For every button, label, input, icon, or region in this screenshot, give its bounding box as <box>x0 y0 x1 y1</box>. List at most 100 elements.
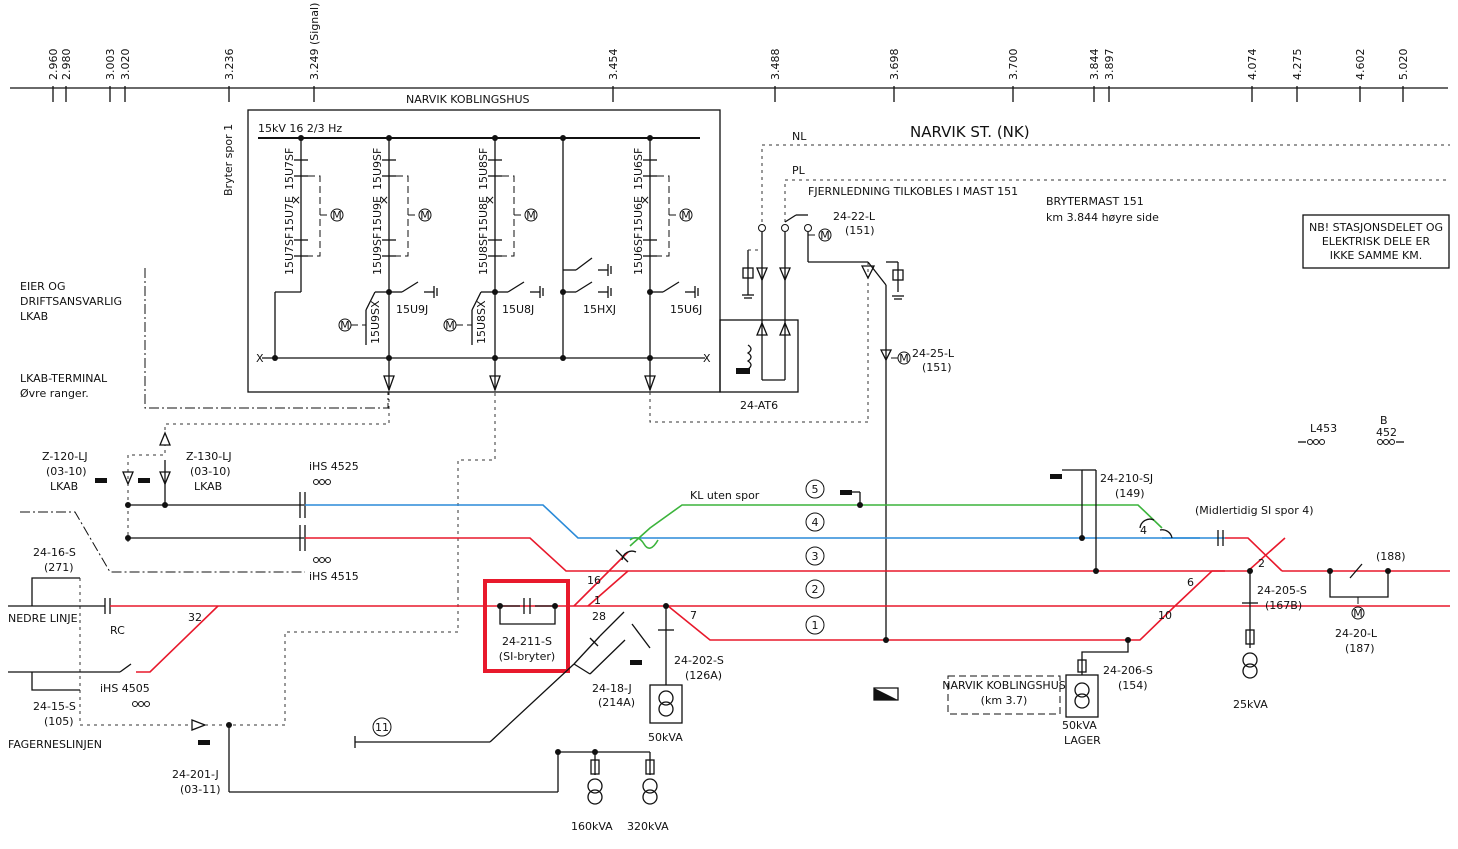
track-3 <box>305 537 1225 572</box>
feeder-15u8: × M 15U8SF 15U8E 15U8SF M 15U8SX 15U8J <box>443 138 544 392</box>
svg-text:(03-11): (03-11) <box>180 783 221 796</box>
svg-text:(105): (105) <box>44 715 74 728</box>
kl-uten-spor-label: KL uten spor <box>690 489 760 502</box>
svg-text:M: M <box>526 209 536 222</box>
svg-text:B: B <box>1380 414 1388 427</box>
si-bryter-sub: (SI-bryter) <box>499 650 555 663</box>
station-name: NARVIK ST. (NK) <box>910 123 1030 141</box>
transformers-160-320: 160kVA 320kVA <box>555 749 669 833</box>
svg-text:NL: NL <box>792 130 807 143</box>
svg-text:1: 1 <box>594 594 601 607</box>
svg-text:M: M <box>340 319 350 332</box>
nb-note-box <box>1302 214 1450 269</box>
motor-icon <box>330 208 344 222</box>
svg-text:24-20-L: 24-20-L <box>1335 627 1378 640</box>
svg-text:24-202-S: 24-202-S <box>674 654 724 667</box>
svg-text:24-15-S: 24-15-S <box>33 700 76 713</box>
svg-text:M: M <box>681 209 691 222</box>
j-24-18: 24-18-J (214A) <box>354 611 651 748</box>
km-label: 3.844 <box>1088 49 1101 81</box>
svg-text:(151): (151) <box>845 224 875 237</box>
svg-text:×: × <box>379 193 389 207</box>
si-bryter-24-211-s[interactable]: 24-211-S (SI-bryter) <box>483 579 570 673</box>
svg-text:10: 10 <box>1158 609 1172 622</box>
svg-text:15U7E: 15U7E <box>283 196 296 232</box>
feeder-15u6: × M 15U6SF 15U6E 15U6SF 15U6J <box>632 138 702 392</box>
km-label: 4.602 <box>1354 49 1367 81</box>
svg-text:(151): (151) <box>922 361 952 374</box>
svg-text:28: 28 <box>592 610 606 623</box>
svg-text:15U9E: 15U9E <box>371 196 384 232</box>
koblingshus-title: NARVIK KOBLINGSHUS <box>406 93 530 106</box>
track-number: 3 <box>812 550 819 563</box>
svg-text:2: 2 <box>1258 557 1265 570</box>
x-right: X <box>703 352 711 365</box>
svg-text:×: × <box>485 193 495 207</box>
svg-text:15U6SF: 15U6SF <box>632 233 645 275</box>
svg-text:15U8SF: 15U8SF <box>477 148 490 190</box>
station-feeders: NARVIK ST. (NK) NL PL FJERNLEDNING TILKO… <box>649 123 1450 640</box>
svg-text:NB! STASJONSDELET OG: NB! STASJONSDELET OG <box>1309 221 1443 234</box>
svg-text:24-25-L: 24-25-L <box>912 347 955 360</box>
svg-text:(126A): (126A) <box>685 669 722 682</box>
svg-text:24-16-S: 24-16-S <box>33 546 76 559</box>
svg-text:7: 7 <box>690 609 697 622</box>
svg-text:PL: PL <box>792 164 806 177</box>
svg-text:32: 32 <box>188 611 202 624</box>
feeder-15u9: × M 15U9SF 15U9E 15U9SF M 15U9SX 15U9J <box>338 138 438 392</box>
track-number: 11 <box>375 721 389 734</box>
track-number-circle <box>372 717 392 737</box>
svg-text:(214A): (214A) <box>598 696 635 709</box>
svg-text:IKKE SAMME KM.: IKKE SAMME KM. <box>1330 249 1422 262</box>
feeder-15hx: 15HXJ <box>562 138 616 358</box>
svg-text:LKAB: LKAB <box>194 480 222 493</box>
svg-text:FJERNLEDNING TILKOBLES I MAST: FJERNLEDNING TILKOBLES I MAST 151 <box>808 185 1018 198</box>
svg-text:24-206-S: 24-206-S <box>1103 664 1153 677</box>
bryter-spor-label: Bryter spor 1 <box>222 124 235 196</box>
svg-text:iHS 4525: iHS 4525 <box>309 460 359 473</box>
svg-text:(154): (154) <box>1118 679 1148 692</box>
busbar-label: 15kV 16 2/3 Hz <box>258 122 342 135</box>
pl-line <box>784 179 1450 222</box>
svg-text:NEDRE LINJE: NEDRE LINJE <box>8 612 78 625</box>
km-label: 3.488 <box>769 49 782 81</box>
svg-text:iHS 4515: iHS 4515 <box>309 570 359 583</box>
koblingshus-box: NARVIK KOBLINGSHUS 15kV 16 2/3 Hz Bryter… <box>222 93 799 412</box>
rc-label: RC <box>110 624 125 637</box>
svg-text:(271): (271) <box>44 561 74 574</box>
feeder-15u7: × M 15U7SF 15U7E 15U7SF <box>274 138 344 358</box>
track-number-circle <box>805 615 825 635</box>
svg-text:(km 3.7): (km 3.7) <box>981 694 1028 707</box>
svg-text:15U9SF: 15U9SF <box>371 233 384 275</box>
svg-text:6: 6 <box>1187 576 1194 589</box>
svg-text:25kVA: 25kVA <box>1233 698 1268 711</box>
svg-text:452: 452 <box>1376 426 1397 439</box>
km-label: 2.960 <box>47 49 60 81</box>
svg-text:×: × <box>640 193 650 207</box>
motor-icon <box>418 208 432 222</box>
svg-text:15U7SF: 15U7SF <box>283 148 296 190</box>
track-number: 5 <box>812 483 819 496</box>
svg-text:24-201-J: 24-201-J <box>172 768 219 781</box>
svg-text:EIER OG: EIER OG <box>20 280 65 293</box>
svg-text:ELEKTRISK DELE ER: ELEKTRISK DELE ER <box>1322 235 1431 248</box>
svg-text:×: × <box>291 193 301 207</box>
km-label: 3.700 <box>1007 49 1020 81</box>
svg-text:(03-10): (03-10) <box>190 465 231 478</box>
track-number: 2 <box>812 583 819 596</box>
svg-text:(Midlertidig SI spor 4): (Midlertidig SI spor 4) <box>1195 504 1314 517</box>
svg-text:M: M <box>420 209 430 222</box>
track-1 <box>667 605 1176 641</box>
nl-line <box>761 144 1450 222</box>
svg-text:Øvre ranger.: Øvre ranger. <box>20 387 89 400</box>
svg-text:(188): (188) <box>1376 550 1406 563</box>
left-area: EIER OG DRIFTSANSVARLIG LKAB LKAB-TERMIN… <box>8 268 558 796</box>
svg-text:LAGER: LAGER <box>1064 734 1101 747</box>
svg-text:24-18-J: 24-18-J <box>592 682 632 695</box>
svg-text:LKAB-TERMINAL: LKAB-TERMINAL <box>20 372 108 385</box>
svg-text:50kVA: 50kVA <box>648 731 683 744</box>
s-24-202: 24-202-S (126A) 50kVA <box>648 603 724 744</box>
track-number-circle <box>805 512 825 532</box>
